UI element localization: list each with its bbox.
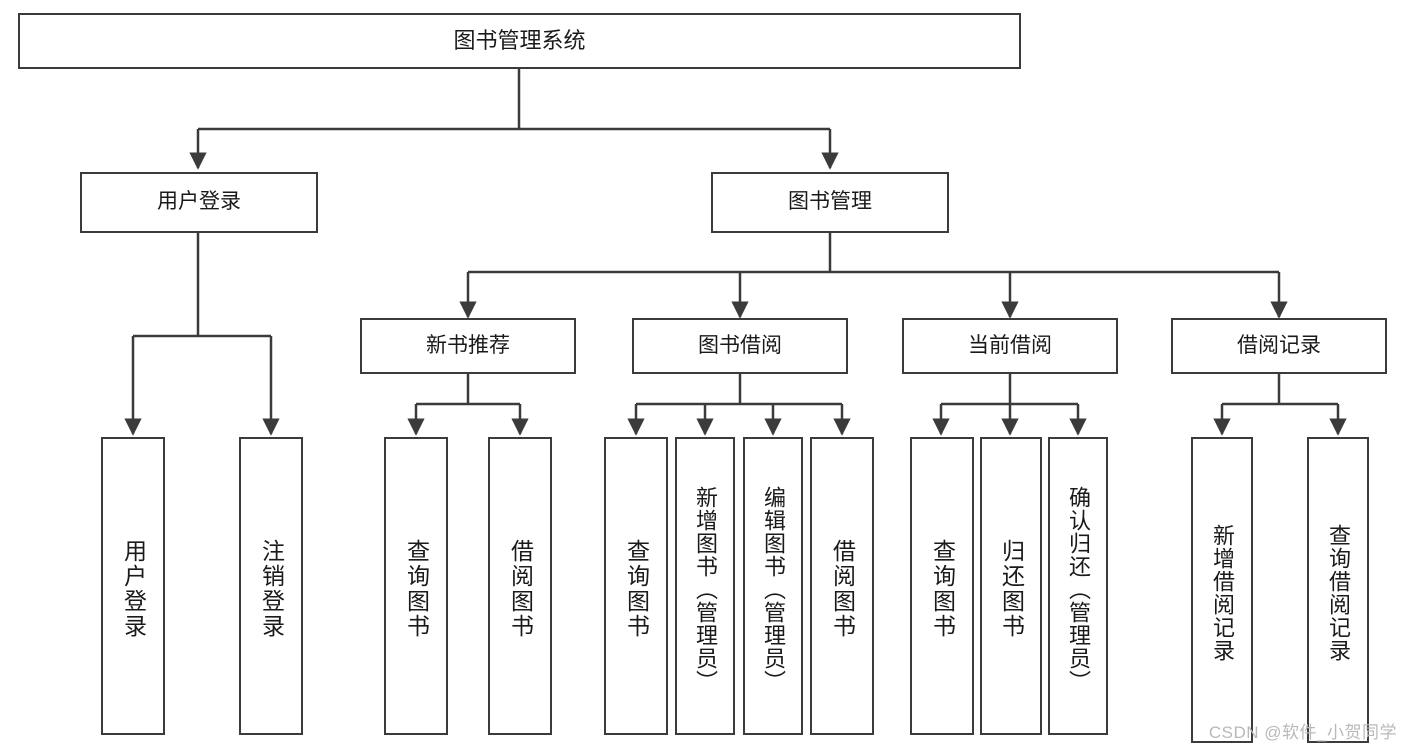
node-label: 新增借阅记录 [1210,524,1235,662]
leaf-book-borrow-edit-book-admin[interactable]: 编辑图书（管理员） [743,437,803,735]
node-label: 归还图书 [998,539,1025,639]
node-label: 查询图书 [929,539,956,639]
node-label: 新书推荐 [426,333,510,357]
csdn-watermark: CSDN @软件_小贺同学 [1208,723,1397,742]
node-label: 用户登录 [157,190,241,214]
leaf-new-book-query-book[interactable]: 查询图书 [384,437,448,735]
node-label: 确认归还（管理员） [1066,485,1091,693]
leaf-borrow-records-add-record[interactable]: 新增借阅记录 [1191,437,1253,743]
node-new-book-recommend[interactable]: 新书推荐 [360,318,576,374]
leaf-current-borrow-query-book[interactable]: 查询图书 [910,437,974,735]
node-label: 当前借阅 [968,333,1052,357]
node-label: 查询图书 [403,539,430,639]
node-label: 新增图书（管理员） [693,485,718,693]
leaf-new-book-borrow-book[interactable]: 借阅图书 [488,437,552,735]
node-label: 用户登录 [120,539,147,639]
leaf-current-borrow-confirm-return-admin[interactable]: 确认归还（管理员） [1048,437,1108,735]
node-book-borrow[interactable]: 图书借阅 [632,318,848,374]
leaf-book-borrow-add-book-admin[interactable]: 新增图书（管理员） [675,437,735,735]
node-label: 图书借阅 [698,333,782,357]
node-root-book-management-system[interactable]: 图书管理系统 [18,13,1021,69]
node-label: 查询图书 [623,539,650,639]
node-label: 图书管理系统 [453,28,586,54]
node-label: 借阅记录 [1237,333,1321,357]
leaf-borrow-records-query-record[interactable]: 查询借阅记录 [1307,437,1369,743]
leaf-user-login-login[interactable]: 用户登录 [101,437,165,735]
node-label: 编辑图书（管理员） [761,485,786,693]
node-book-management[interactable]: 图书管理 [711,172,949,233]
leaf-current-borrow-return-book[interactable]: 归还图书 [980,437,1042,735]
node-label: 注销登录 [258,539,285,639]
leaf-book-borrow-query-book[interactable]: 查询图书 [604,437,668,735]
node-label: 借阅图书 [829,539,856,639]
leaf-user-login-logout[interactable]: 注销登录 [239,437,303,735]
node-user-login[interactable]: 用户登录 [80,172,318,233]
node-borrow-records[interactable]: 借阅记录 [1171,318,1387,374]
node-label: 查询借阅记录 [1326,524,1351,662]
node-current-borrow[interactable]: 当前借阅 [902,318,1118,374]
node-label: 借阅图书 [507,539,534,639]
leaf-book-borrow-borrow-book[interactable]: 借阅图书 [810,437,874,735]
node-label: 图书管理 [788,190,872,214]
